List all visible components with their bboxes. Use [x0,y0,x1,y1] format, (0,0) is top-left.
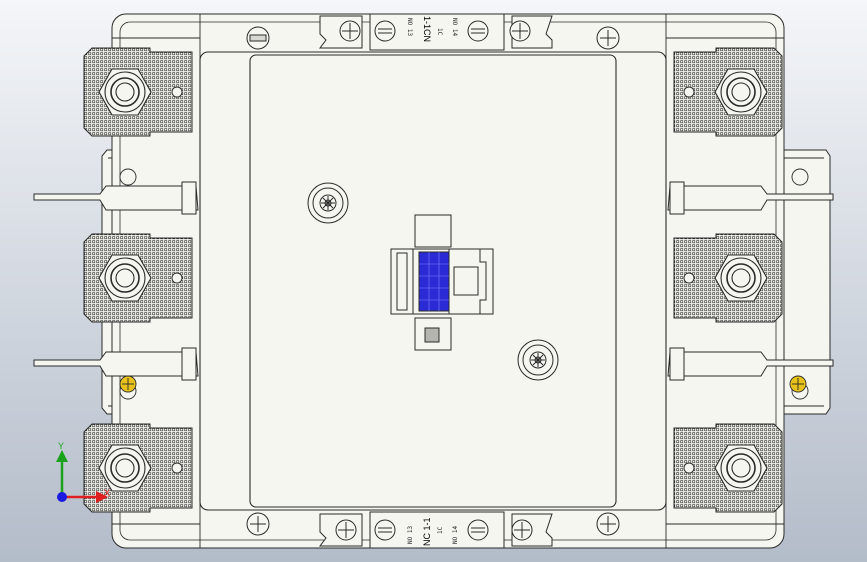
corner-screw-icon [246,26,620,536]
coil-pins-right [667,181,834,381]
top-label-main: 1-1CN [422,16,432,42]
actuator-assembly [390,214,494,351]
top-label-no14: NO 14 [451,18,458,36]
bottom-label-no14: NO 14 [452,526,459,544]
bottom-label-no13: NO 13 [407,526,414,544]
bottom-label-sub: 1C [437,526,444,534]
top-auxiliary-contact [319,13,553,51]
terminal-nut-screws [98,68,768,492]
axis-triad: Y X [56,441,110,503]
bottom-label-main: NC 1-1 [422,517,432,546]
bottom-auxiliary-contact [319,511,553,549]
coil-pins-left [33,181,199,381]
axis-x-label: X [104,488,110,498]
cover-screw-icon [307,182,559,381]
actuator-blue-block [418,251,450,312]
top-label-sub: 1C [436,28,443,36]
top-label-no13: NO 13 [406,18,413,36]
yellow-screw-icon [119,375,807,393]
axis-y-label: Y [58,441,64,451]
